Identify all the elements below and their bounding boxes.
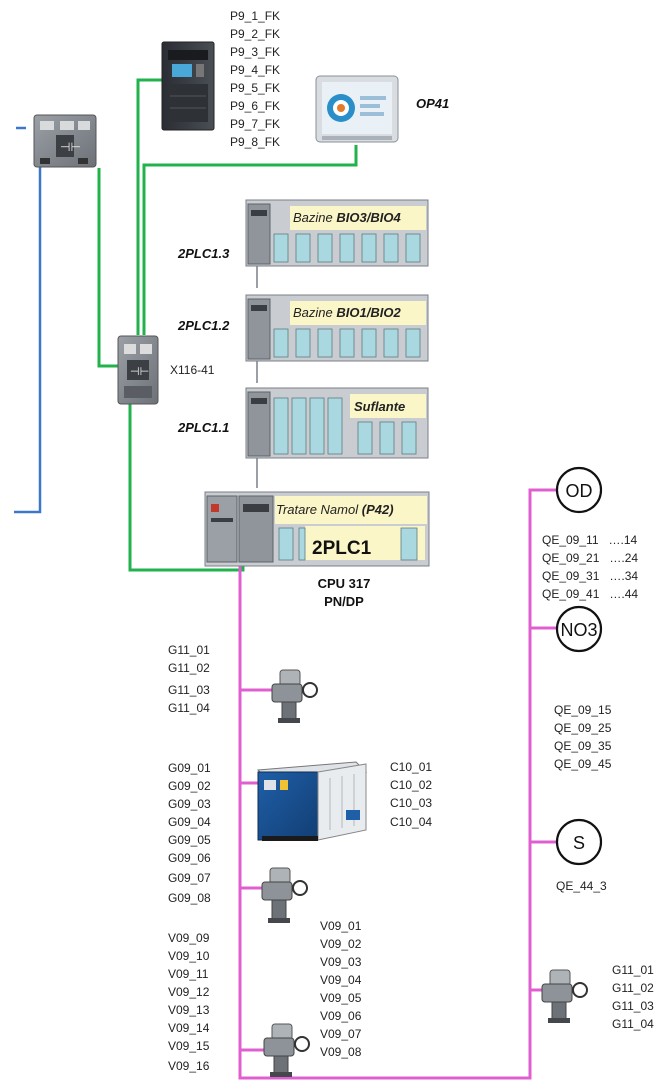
rack-name: 2PLC1.3 bbox=[177, 246, 230, 261]
device-tag: C10_02 bbox=[390, 778, 432, 792]
device-tag: C10_01 bbox=[390, 760, 432, 774]
device-tag: C10_04 bbox=[390, 815, 432, 829]
device-tag: V09_06 bbox=[320, 1009, 362, 1023]
rack-name: 2PLC1.2 bbox=[177, 318, 230, 333]
cpu-model: CPU 317 bbox=[318, 576, 371, 591]
network-switch-icon: ⊣⊢ bbox=[118, 336, 158, 404]
fk-label: P9_4_FK bbox=[230, 63, 280, 77]
hmi-panel-icon bbox=[316, 76, 398, 142]
fk-label: P9_8_FK bbox=[230, 135, 280, 149]
device-tag: G09_01 bbox=[168, 761, 211, 775]
device-tag: V09_03 bbox=[320, 955, 362, 969]
rack-caption: Suflante bbox=[354, 399, 405, 414]
device-tag: V09_01 bbox=[320, 919, 362, 933]
device-tag: V09_08 bbox=[320, 1045, 362, 1059]
g09-labels: G09_01 G09_02 G09_03 G09_04 G09_05 G09_0… bbox=[168, 761, 211, 905]
device-tag: V09_02 bbox=[320, 937, 362, 951]
main-plc-caption: Tratare Namol (P42) bbox=[276, 502, 394, 517]
valve-actuator-icon bbox=[262, 868, 307, 923]
fk-label: P9_5_FK bbox=[230, 81, 280, 95]
device-tag: G09_02 bbox=[168, 779, 211, 793]
main-plc-name: 2PLC1 bbox=[312, 538, 372, 559]
device-tag: G09_04 bbox=[168, 815, 211, 829]
sensor-s-circle: S bbox=[557, 820, 601, 864]
fk-label: P9_6_FK bbox=[230, 99, 280, 113]
device-tag: G11_01 bbox=[168, 643, 210, 657]
fk-label: P9_1_FK bbox=[230, 9, 280, 23]
rack-name: 2PLC1.1 bbox=[177, 420, 229, 435]
sensor-tag: QE_09_15 bbox=[554, 703, 612, 717]
sensor-tag: QE_09_31 ….34 bbox=[542, 569, 638, 583]
device-tag: G09_06 bbox=[168, 851, 211, 865]
device-tag: V09_07 bbox=[320, 1027, 362, 1041]
device-tag: V09_04 bbox=[320, 973, 362, 987]
device-tag: V09_09 bbox=[168, 931, 210, 945]
fk-label: P9_7_FK bbox=[230, 117, 280, 131]
compressor-unit-icon bbox=[258, 762, 366, 841]
c10-labels: C10_01 C10_02 C10_03 C10_04 bbox=[390, 760, 432, 829]
od-sensor-tags: QE_09_11 ….14 QE_09_21 ….24 QE_09_31 ….3… bbox=[542, 533, 638, 601]
sensor-no3-symbol: NO3 bbox=[560, 620, 597, 640]
device-tag: V09_16 bbox=[168, 1059, 210, 1073]
ethernet-cable-blue bbox=[14, 128, 40, 512]
sensor-tag: QE_09_41 ….44 bbox=[542, 587, 638, 601]
fk-label-list: P9_1_FK P9_2_FK P9_3_FK P9_4_FK P9_5_FK … bbox=[230, 9, 280, 149]
device-tag: G11_02 bbox=[612, 981, 654, 995]
valve-actuator-icon bbox=[542, 970, 587, 1023]
sensor-no3-circle: NO3 bbox=[557, 607, 601, 651]
sensor-tag: QE_09_35 bbox=[554, 739, 612, 753]
sensor-od-circle: OD bbox=[557, 468, 601, 512]
valve-actuator-icon bbox=[272, 670, 317, 723]
sensor-tag: QE_09_45 bbox=[554, 757, 612, 771]
cpu-interface: PN/DP bbox=[324, 594, 364, 609]
device-tag: C10_03 bbox=[390, 796, 432, 810]
device-tag: G09_07 bbox=[168, 871, 211, 885]
v09-left-labels: V09_09 V09_10 V09_11 V09_12 V09_13 V09_1… bbox=[168, 931, 210, 1073]
device-tag: V09_12 bbox=[168, 985, 210, 999]
device-tag: G11_03 bbox=[612, 999, 654, 1013]
g11-right-labels: G11_01 G11_02 G11_03 G11_04 bbox=[612, 963, 654, 1031]
device-tag: V09_14 bbox=[168, 1021, 210, 1035]
ethernet-switch-icon: ⊣⊢ bbox=[34, 115, 96, 167]
sensor-od-symbol: OD bbox=[566, 481, 593, 501]
device-tag: G09_05 bbox=[168, 833, 211, 847]
device-tag: G11_01 bbox=[612, 963, 654, 977]
svg-text:⊣⊢: ⊣⊢ bbox=[60, 140, 81, 154]
hmi-panel-label: OP41 bbox=[416, 96, 449, 111]
switch-label: X116-41 bbox=[170, 363, 215, 377]
device-tag: G11_04 bbox=[168, 701, 210, 715]
device-tag: G09_03 bbox=[168, 797, 211, 811]
device-tag: V09_11 bbox=[168, 967, 209, 981]
rack-caption: Bazine BIO3/BIO4 bbox=[293, 210, 401, 225]
rack-caption: Bazine BIO1/BIO2 bbox=[293, 305, 401, 320]
fk-label: P9_3_FK bbox=[230, 45, 280, 59]
device-tag: V09_13 bbox=[168, 1003, 210, 1017]
sensor-tag: QE_44_3 bbox=[556, 879, 607, 893]
sensor-tag: QE_09_21 ….24 bbox=[542, 551, 638, 565]
device-tag: G11_02 bbox=[168, 661, 210, 675]
sensor-s-symbol: S bbox=[573, 833, 585, 853]
device-tag: G11_04 bbox=[612, 1017, 654, 1031]
device-tag: G09_08 bbox=[168, 891, 211, 905]
sensor-tag: QE_09_25 bbox=[554, 721, 612, 735]
device-tag: V09_15 bbox=[168, 1039, 210, 1053]
device-tag: V09_05 bbox=[320, 991, 362, 1005]
sensor-tag: QE_09_11 ….14 bbox=[542, 533, 638, 547]
v09-right-labels: V09_01 V09_02 V09_03 V09_04 V09_05 V09_0… bbox=[320, 919, 362, 1059]
no3-sensor-tags: QE_09_15 QE_09_25 QE_09_35 QE_09_45 bbox=[554, 703, 612, 771]
svg-text:⊣⊢: ⊣⊢ bbox=[130, 365, 149, 378]
device-tag: G11_03 bbox=[168, 683, 210, 697]
g11-top-labels: G11_01 G11_02 G11_03 G11_04 bbox=[168, 643, 210, 715]
device-tag: V09_10 bbox=[168, 949, 210, 963]
frequency-converter-icon bbox=[162, 42, 214, 130]
fk-label: P9_2_FK bbox=[230, 27, 280, 41]
valve-actuator-icon bbox=[264, 1024, 309, 1077]
